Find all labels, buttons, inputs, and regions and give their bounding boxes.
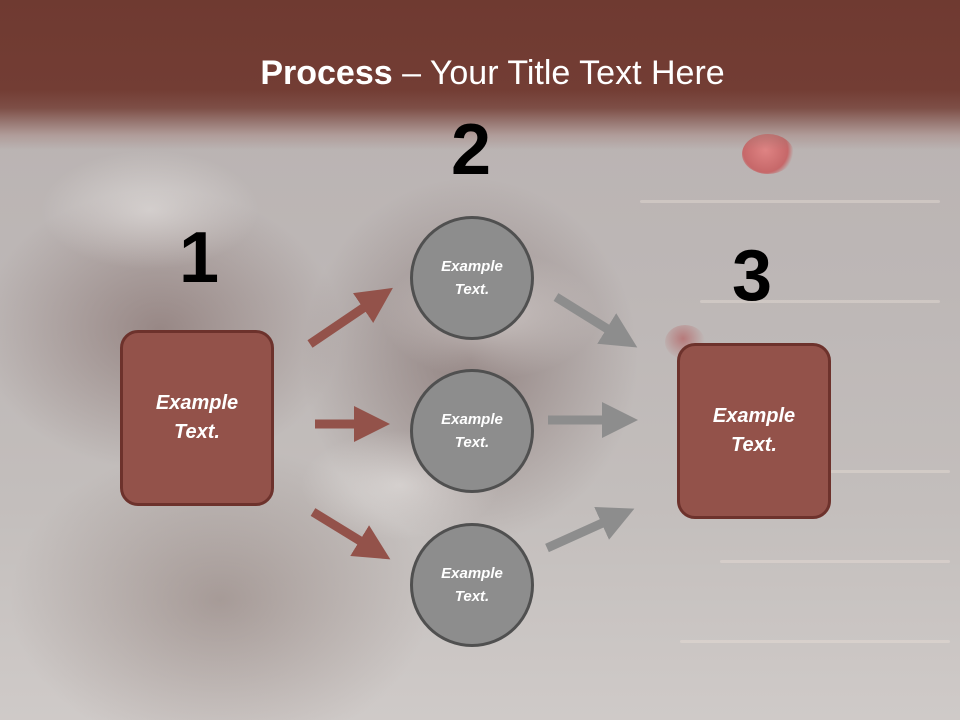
- circle-middle[interactable]: Example Text.: [410, 369, 534, 493]
- left-box-label: Example Text.: [155, 392, 239, 443]
- circle-middle-label: Example Text.: [441, 411, 503, 451]
- step-number-2: 2: [451, 110, 492, 190]
- background-plank: [680, 640, 950, 643]
- title-rest: – Your Title Text Here: [392, 54, 725, 92]
- arrow-right-down: [553, 293, 638, 348]
- title-bold: Process: [260, 54, 393, 92]
- background-plank: [760, 470, 950, 473]
- header-band: [0, 0, 960, 150]
- circle-bottom-label: Example Text.: [441, 565, 503, 605]
- arrow-left-down: [310, 508, 391, 560]
- circle-bottom[interactable]: Example Text.: [410, 523, 534, 647]
- background-plank: [700, 300, 940, 303]
- background-sugar-dust: [40, 150, 260, 270]
- background-plank: [720, 560, 950, 563]
- slide-title[interactable]: Process – Your Title Text Here: [0, 54, 960, 93]
- circle-top-label: Example Text.: [441, 258, 503, 298]
- circle-top[interactable]: Example Text.: [410, 216, 534, 340]
- arrow-right-up: [545, 506, 635, 553]
- step-number-3: 3: [732, 236, 773, 316]
- arrow-left-up: [307, 287, 393, 348]
- right-box-label: Example Text.: [712, 405, 796, 456]
- left-text-box[interactable]: Example Text.: [120, 330, 274, 506]
- right-text-box[interactable]: Example Text.: [677, 343, 831, 519]
- step-number-1: 1: [179, 218, 220, 298]
- background-plank: [640, 200, 940, 203]
